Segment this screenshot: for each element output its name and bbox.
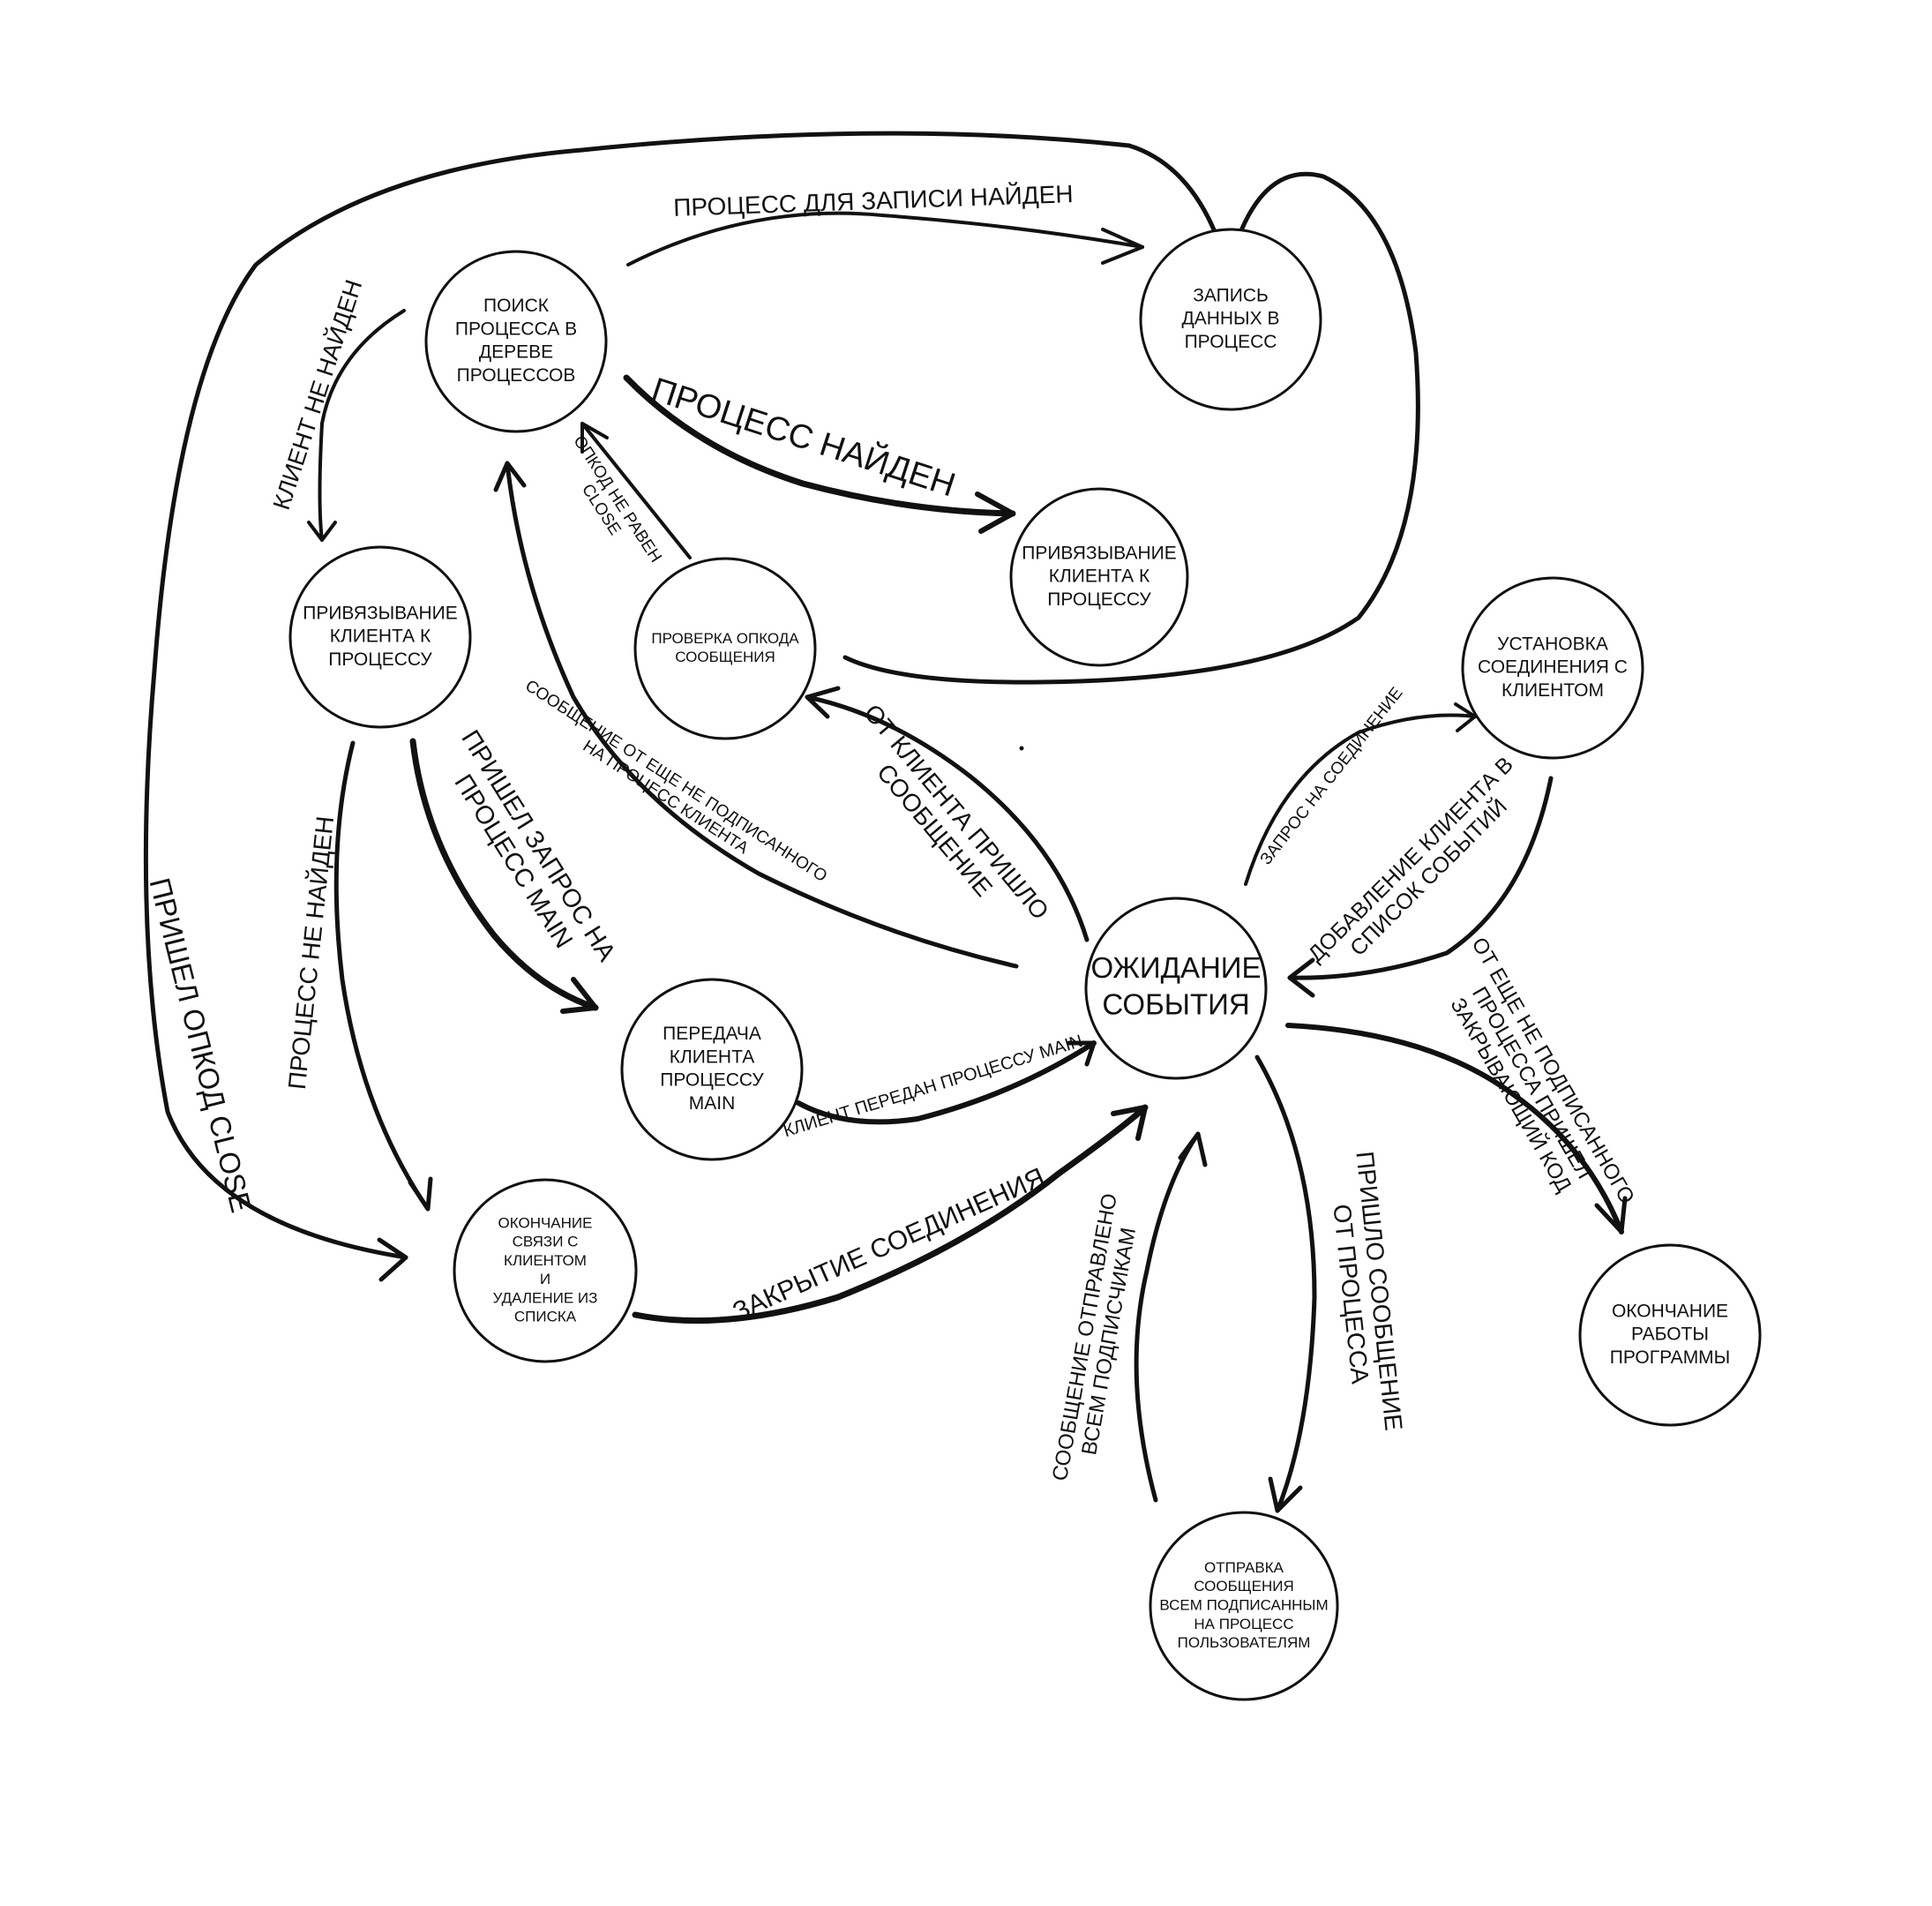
edge-opcode-to-search: [580, 422, 692, 559]
node-label-line: ПОИСК: [483, 296, 550, 316]
label-add-to-event-list: ДОБАВЛЕНИЕ КЛИЕНТА ВСПИСОК СОБЫТИЙ: [1303, 752, 1536, 985]
edge-wait-to-opcode: [805, 686, 1090, 942]
edge-label-line: КЛИЕНТ НЕ НАЙДЕН: [267, 276, 368, 513]
node-label-line: MAIN: [689, 1093, 736, 1114]
node-label-line: ОКОНЧАНИЕ: [498, 1214, 593, 1231]
node-label-line: ЗАПИСЬ: [1193, 285, 1269, 305]
stray-dot: [1019, 746, 1024, 751]
node-label-line: ОТПРАВКА: [1204, 1559, 1284, 1576]
label-main-request: ПРИШЕЛ ЗАПРОС НАПРОЦЕСС MAIN: [431, 725, 621, 982]
edge-close-opcode-loop: [143, 131, 1231, 1282]
edge-label-line: ЗАПРОС НА СОЕДИНЕНИЕ: [1257, 684, 1407, 868]
node-write-data: ЗАПИСЬ ДАННЫХ В ПРОЦЕСС: [1139, 228, 1322, 411]
edge-wait-to-search: [493, 461, 1019, 969]
edge-label-line: НА ПРОЦЕСС КЛИЕНТА: [580, 737, 752, 858]
node-label-line: ОЖИДАНИЕ: [1090, 951, 1261, 984]
node-label-line: СОБЫТИЯ: [1102, 987, 1249, 1020]
node-label-line: И: [540, 1271, 550, 1287]
label-client-not-found: КЛИЕНТ НЕ НАЙДЕН: [267, 276, 368, 513]
node-label-line: КЛИЕНТА К: [1049, 567, 1150, 587]
edge-connect-to-wait: [1287, 776, 1554, 998]
node-label: ПРОВЕРКА ОПКОДА СООБЩЕНИЯ: [651, 630, 799, 665]
edge-bind-left-to-end-conn: [333, 740, 433, 1212]
node-label-line: ПРИВЯЗЫВАНИЕ: [303, 603, 458, 623]
node-label-line: КЛИЕНТА: [670, 1047, 754, 1067]
node-label-line: ОКОНЧАНИЕ: [1612, 1301, 1728, 1321]
label-closing-code: ОТ ЕЩЕ НЕ ПОДПИСАННОГОПРОЦЕССА ПРИШЕЛЗАК…: [1424, 934, 1638, 1233]
node-label-line: ПРОЦЕССОВ: [457, 365, 576, 386]
edge-label-line: ЗАКРЫТИЕ СОЕДИНЕНИЯ: [729, 1163, 1049, 1327]
node-label-line: КЛИЕНТА К: [330, 627, 431, 647]
edge-end-conn-to-wait: [632, 1104, 1149, 1324]
node-label: ЗАПИСЬ ДАННЫХ В ПРОЦЕСС: [1182, 285, 1280, 352]
node-label-line: СВЯЗИ С: [513, 1234, 579, 1250]
node-label-line: СОЕДИНЕНИЯ С: [1478, 657, 1628, 678]
node-end-connection: ОКОНЧАНИЕ СВЯЗИ С КЛИЕНТОМ И УДАЛЕНИЕ ИЗ СПИС…: [453, 1178, 638, 1363]
node-label-line: ПРОЦЕССУ: [660, 1070, 764, 1091]
label-sent-to-subscribers: СООБЩЕНИЕ ОТПРАВЛЕНОВСЕМ ПОДПИСЧИКАМ: [1048, 1191, 1146, 1487]
node-label-line: ПЕРЕДАЧА: [663, 1024, 761, 1044]
label-process-not-found: ПРОЦЕСС НЕ НАЙДЕН: [283, 814, 339, 1091]
node-label-line: РАБОТЫ: [1631, 1324, 1709, 1345]
edge-wait-to-end-prog: [1285, 1023, 1628, 1234]
node-label-line: ПРОВЕРКА ОПКОДА: [651, 630, 799, 647]
node-label: ОКОНЧАНИЕ СВЯЗИ С КЛИЕНТОМ И УДАЛЕНИЕ ИЗ СПИС…: [493, 1214, 598, 1324]
label-process-message: ПРИШЛО СООБЩЕНИЕОТ ПРОЦЕССА: [1322, 1150, 1407, 1435]
edge-wait-to-broadcast: [1254, 1054, 1317, 1513]
node-label-line: СООБЩЕНИЯ: [675, 649, 775, 665]
node-label-line: СПИСКА: [514, 1309, 577, 1325]
edge-search-to-write: [626, 211, 1144, 266]
edge-bind-left-to-handover: [409, 738, 599, 1014]
edge-label-line: КЛИЕНТ ПЕРЕДАН ПРОЦЕССУ MAIN: [782, 1032, 1085, 1141]
node-label-line: КЛИЕНТОМ: [1501, 680, 1604, 701]
node-label-line: НА ПРОЦЕСС: [1194, 1616, 1293, 1632]
label-client-handed: КЛИЕНТ ПЕРЕДАН ПРОЦЕССУ MAIN: [782, 1032, 1085, 1141]
node-label-line: КЛИЕНТОМ: [504, 1252, 587, 1269]
node-label-line: ПРИВЯЗЫВАНИЕ: [1022, 543, 1177, 563]
edge-handover-to-wait: [796, 1040, 1097, 1125]
label-closing-connection: ЗАКРЫТИЕ СОЕДИНЕНИЯ: [729, 1163, 1049, 1327]
edge-label-line: ОТ КЛИЕНТА ПРИШЛО: [858, 699, 1054, 925]
node-label-line: УДАЛЕНИЕ ИЗ: [493, 1289, 598, 1306]
node-label-line: ДАННЫХ В: [1182, 309, 1280, 329]
edge-wait-to-connect: [1244, 702, 1477, 886]
label-client-message: ОТ КЛИЕНТА ПРИШЛОСООБЩЕНИЕ: [836, 699, 1053, 942]
node-label-line: УСТАНОВКА: [1497, 634, 1608, 654]
node-check-opcode: ПРОВЕРКА ОПКОДА СООБЩЕНИЯ: [633, 557, 817, 740]
node-label-line: ПРОЦЕССУ: [1047, 589, 1151, 610]
edge-search-to-bind-found: [623, 374, 1016, 534]
node-label-line: ПОЛЬЗОВАТЕЛЯМ: [1178, 1634, 1311, 1651]
edge-search-to-bind-left: [307, 309, 406, 542]
edge-label-line: ПРОЦЕСС НЕ НАЙДЕН: [283, 814, 339, 1091]
edge-broadcast-to-wait: [1134, 1131, 1208, 1503]
node-label-line: ПРОЦЕСС: [1185, 332, 1277, 352]
node-label-line: ПРОЦЕССА В: [455, 319, 577, 339]
node-label-line: ПРОЦЕССУ: [328, 649, 432, 670]
node-label-line: ПРОГРАММЫ: [1610, 1347, 1731, 1368]
node-label-line: ДЕРЕВЕ: [479, 342, 553, 363]
label-connection-request: ЗАПРОС НА СОЕДИНЕНИЕ: [1257, 684, 1407, 868]
edge-opcode-loop-to-write: [842, 171, 1420, 685]
node-label-line: СООБЩЕНИЯ: [1194, 1578, 1294, 1595]
node-label-line: ВСЕМ ПОДПИСАННЫМ: [1159, 1596, 1328, 1613]
